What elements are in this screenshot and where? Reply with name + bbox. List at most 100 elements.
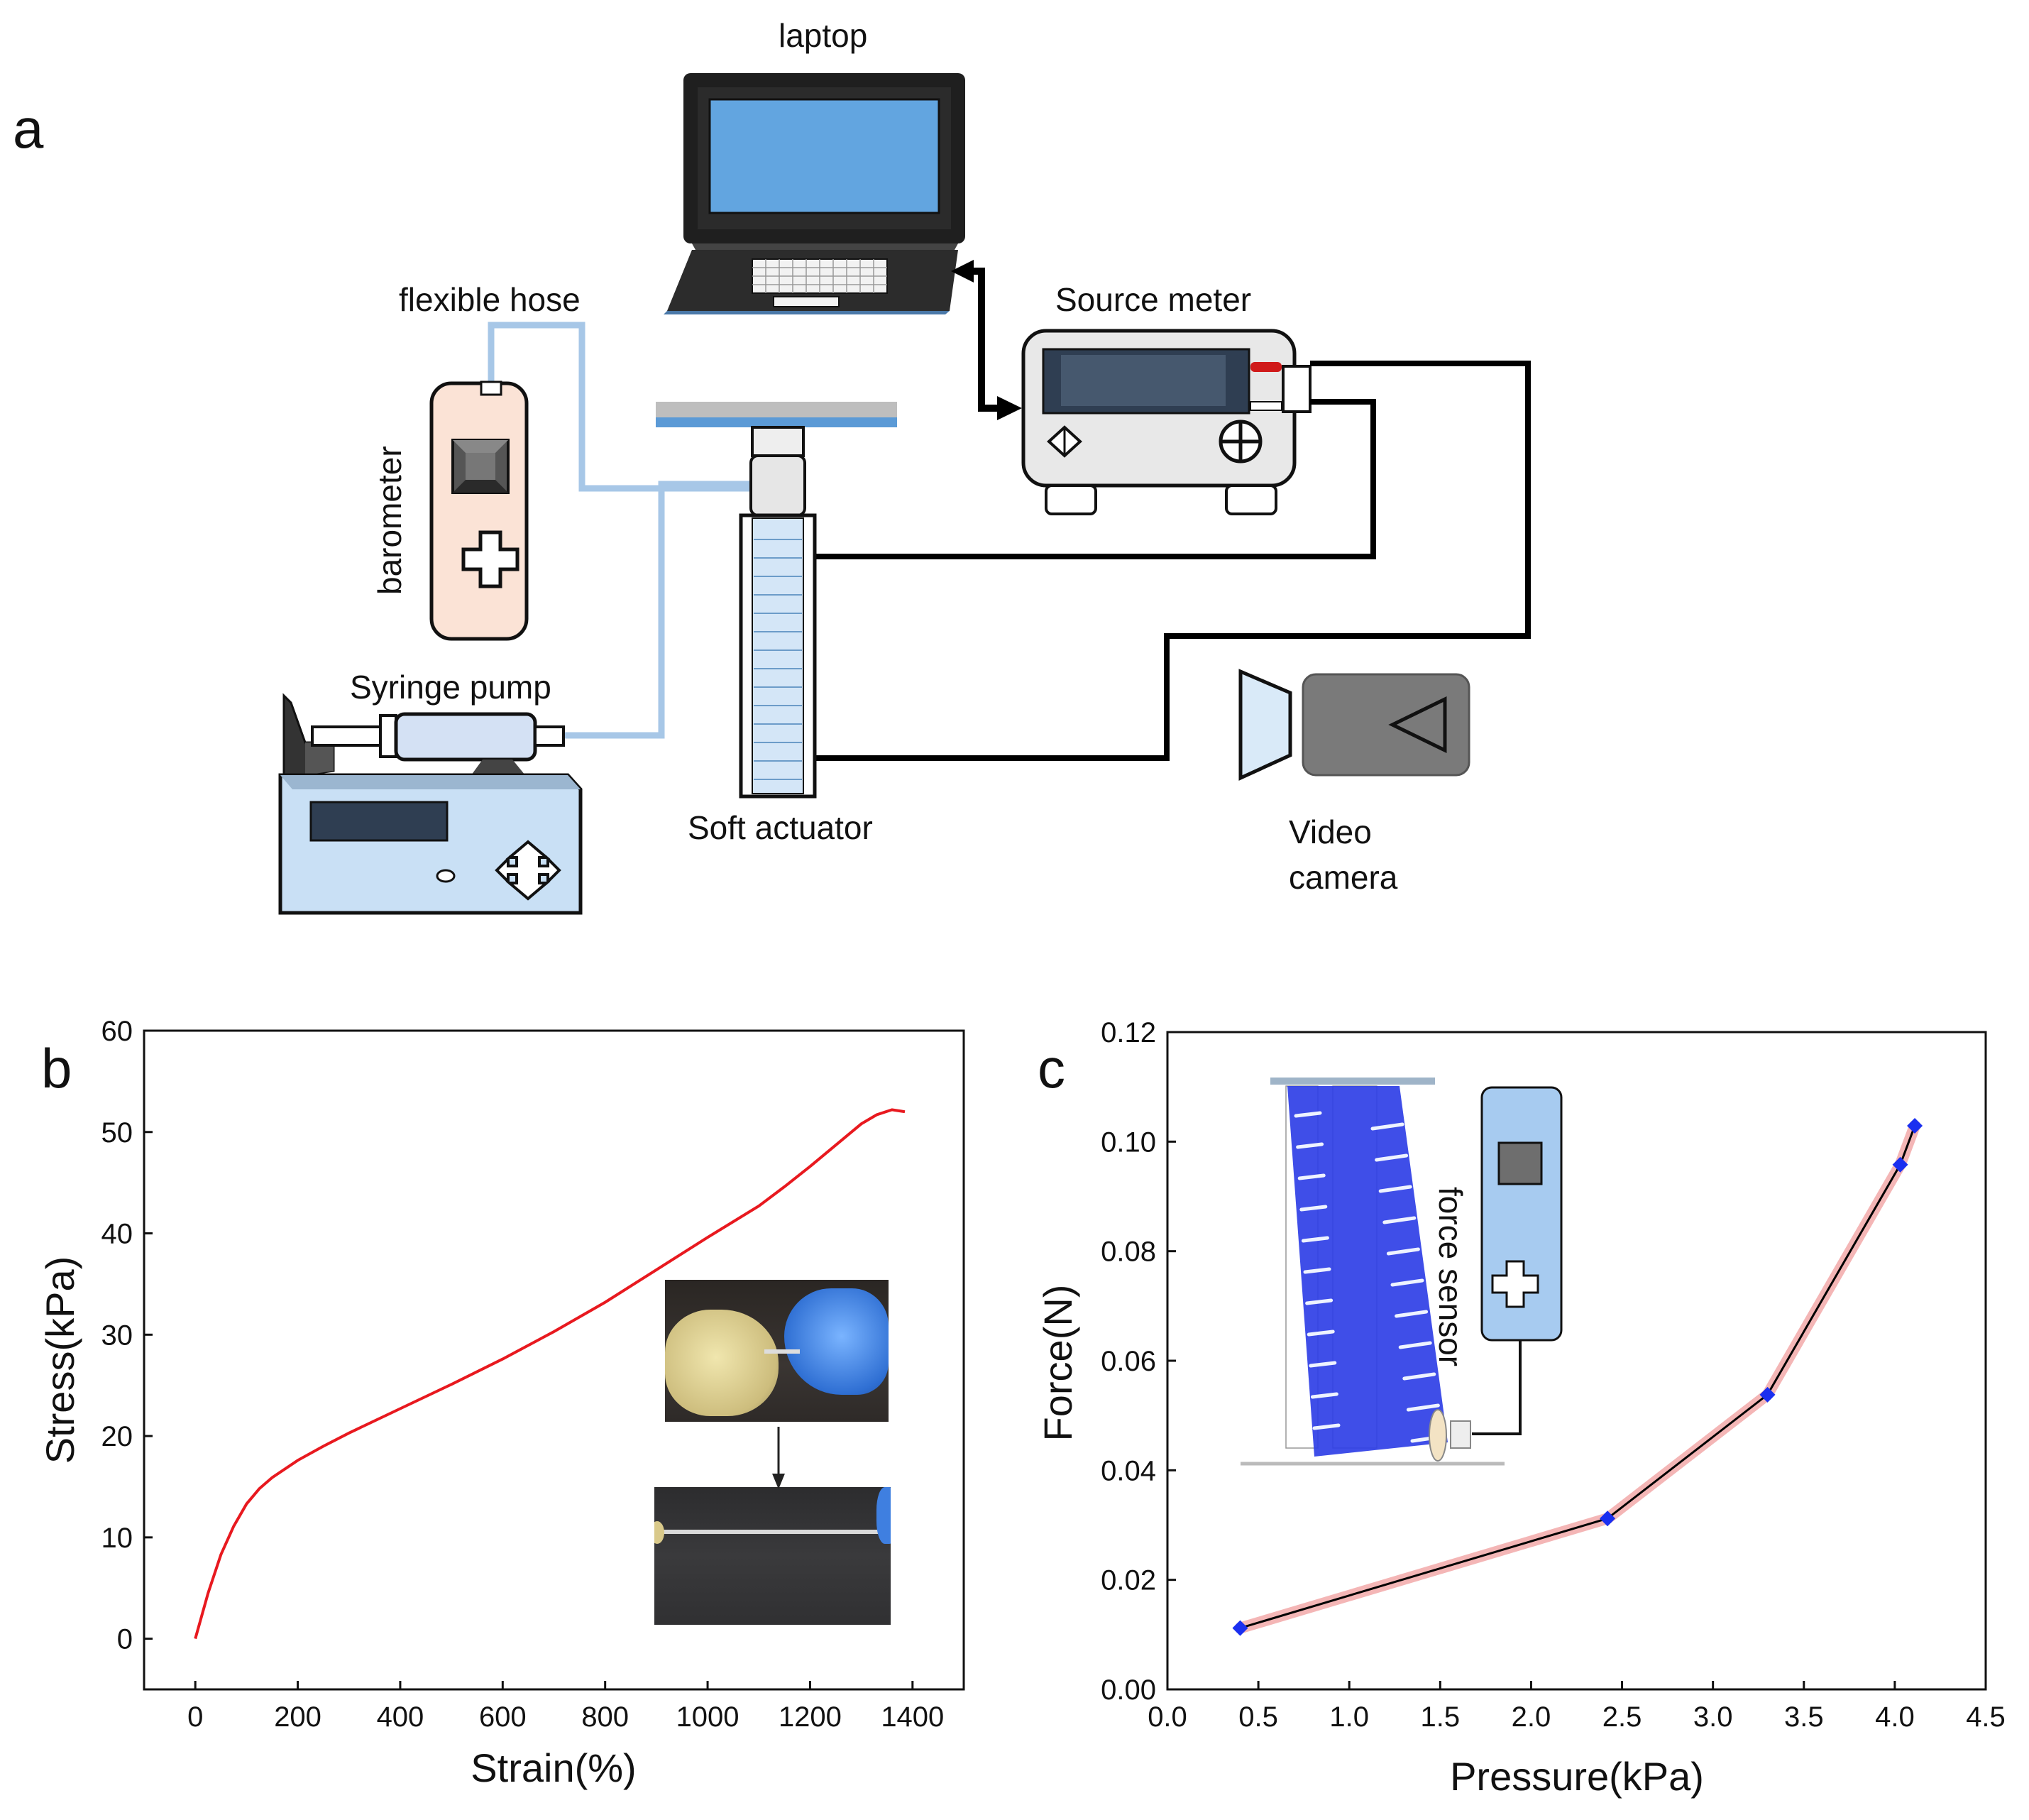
chart-c-ylabel: Force(N): [1035, 1285, 1080, 1442]
chart-c-xtick-label: 1.0: [1329, 1701, 1369, 1733]
soft-actuator-icon: [656, 402, 897, 799]
chart-b-xtick-label: 1200: [779, 1701, 842, 1733]
chart-c-ytick-label: 0.02: [1101, 1565, 1156, 1596]
inset-slot: [1305, 1298, 1334, 1305]
chart-c-ytick-label: 0.04: [1101, 1455, 1156, 1486]
chart-b-xtick-label: 200: [274, 1701, 321, 1733]
inset-slot: [1406, 1403, 1440, 1412]
inset-slot: [1382, 1216, 1417, 1224]
chart-c-xlabel: Pressure(kPa): [1450, 1754, 1704, 1799]
chart-c-point: [1600, 1511, 1616, 1527]
panel-b: b 0 200 400 600 800 1000 1200 1400 0 10 20 30 40 50 60…: [38, 1016, 965, 1790]
inset-slot: [1309, 1361, 1337, 1368]
inset-arrow: [772, 1427, 785, 1489]
stretched-strip: [654, 1530, 891, 1534]
sample-strip: [764, 1349, 800, 1354]
chart-b-ytick-label: 60: [101, 1016, 133, 1047]
video-camera-label-1: Video: [1289, 813, 1372, 850]
blue-glove-tip: [876, 1487, 891, 1544]
chart-b-ytick-label: 40: [101, 1219, 133, 1250]
chart-c-ytick-label: 0.06: [1101, 1346, 1156, 1377]
inset-slot: [1299, 1205, 1328, 1212]
chart-c-point: [1892, 1156, 1908, 1173]
chart-b-xtick-label: 1000: [676, 1701, 739, 1733]
chart-b-ytick-label: 20: [101, 1421, 133, 1452]
panel-label-b: b: [41, 1037, 72, 1100]
inset-slot: [1294, 1111, 1322, 1118]
chart-b-xlabel: Strain(%): [471, 1745, 636, 1790]
laptop-label: laptop: [779, 17, 867, 54]
chart-c-xtick-label: 3.5: [1784, 1701, 1824, 1733]
chart-c-ytick-label: 0.10: [1101, 1126, 1156, 1158]
inset-slot: [1296, 1142, 1324, 1149]
barometer-label: barometer: [371, 446, 408, 595]
blue-glove-hand: [784, 1288, 889, 1395]
chart-c-frame: [1166, 1031, 1987, 1691]
chart-c-ytick-label: 0.08: [1101, 1237, 1156, 1268]
inset-slot: [1398, 1341, 1432, 1349]
inset-slot: [1370, 1122, 1404, 1131]
panel-label-c: c: [1038, 1037, 1065, 1100]
flexible-hose: [488, 322, 752, 739]
inset-slot: [1301, 1236, 1329, 1243]
syringe-pump-label: Syringe pump: [350, 669, 551, 706]
inset-slot: [1310, 1392, 1338, 1399]
yellow-glove-hand: [665, 1310, 779, 1416]
chart-b-xtick-label: 1400: [881, 1701, 944, 1733]
chart-c-markers: [1232, 1117, 1923, 1636]
chart-c-ytick-label: 0.12: [1101, 1017, 1156, 1048]
chart-c-xtick-label: 0.0: [1148, 1701, 1187, 1733]
syringe-pump-icon: [278, 693, 583, 915]
chart-b-ylabel: Stress(kPa): [38, 1256, 82, 1464]
wires: [815, 361, 1531, 761]
video-camera-label-2: camera: [1289, 859, 1398, 896]
chart-c-point: [1232, 1620, 1248, 1636]
inset-slot: [1307, 1330, 1335, 1337]
chart-c-xtick-label: 0.5: [1238, 1701, 1278, 1733]
source-meter-icon: [1021, 329, 1312, 515]
chart-b-ytick-label: 0: [117, 1624, 133, 1655]
laptop-icon: [664, 73, 965, 314]
inset-slot: [1395, 1310, 1429, 1318]
panel-c: c 0.0 0.5 1.0 1.5 2.0 2.5 3.0 3.5 4.0 4.5 0.00 0.02…: [1035, 1017, 2006, 1799]
inset-slot: [1386, 1247, 1420, 1256]
chart-b-xtick-label: 600: [479, 1701, 527, 1733]
video-camera-icon: [1238, 669, 1470, 781]
move-arrows-icon: [495, 840, 561, 901]
soft-actuator-label: Soft actuator: [688, 809, 873, 846]
chart-c-point: [1907, 1117, 1923, 1134]
chart-b-xtick-label: 800: [581, 1701, 629, 1733]
chart-b-xtick-label: 0: [187, 1701, 203, 1733]
inset-force-sensor: force sensor: [1241, 1078, 1563, 1466]
chart-b-ytick-label: 10: [101, 1523, 133, 1554]
chart-c-xtick-label: 4.0: [1875, 1701, 1915, 1733]
chart-b-ticks: 0 200 400 600 800 1000 1200 1400 0 10 20 30 40 50 60: [101, 1016, 945, 1733]
inset-slot: [1303, 1267, 1331, 1274]
chart-b-xtick-label: 400: [377, 1701, 424, 1733]
inset-photo-stretch-before: [665, 1280, 889, 1422]
chart-c-point: [1759, 1386, 1776, 1403]
chart-b-series-line: [194, 1108, 906, 1640]
chart-c-xtick-label: 2.0: [1512, 1701, 1551, 1733]
chart-b-ytick-label: 50: [101, 1117, 133, 1149]
inset-slot: [1390, 1278, 1424, 1287]
chart-c-xtick-label: 1.5: [1421, 1701, 1461, 1733]
panel-label-a: a: [13, 97, 44, 160]
inset-slot: [1378, 1185, 1412, 1193]
yellow-glove-tip: [654, 1521, 664, 1544]
chart-c-ticks: 0.0 0.5 1.0 1.5 2.0 2.5 3.0 3.5 4.0 4.5 0.00 0.02 0.…: [1101, 1017, 2006, 1733]
inset-slot: [1375, 1153, 1409, 1162]
chart-c-ytick-label: 0.00: [1101, 1674, 1156, 1706]
chart-c-xtick-label: 3.0: [1693, 1701, 1733, 1733]
barometer-icon: [429, 380, 529, 641]
source-meter-label: Source meter: [1055, 281, 1251, 318]
inset-photo-stretch-after: [654, 1487, 891, 1625]
chart-c-xtick-label: 4.5: [1966, 1701, 2006, 1733]
inset-slot: [1312, 1423, 1341, 1430]
chart-b-ytick-label: 30: [101, 1320, 133, 1351]
chart-c-xtick-label: 2.5: [1602, 1701, 1642, 1733]
chart-b-frame: [143, 1029, 965, 1691]
inset-slot: [1297, 1173, 1326, 1180]
panel-a: a laptop: [13, 17, 1531, 915]
